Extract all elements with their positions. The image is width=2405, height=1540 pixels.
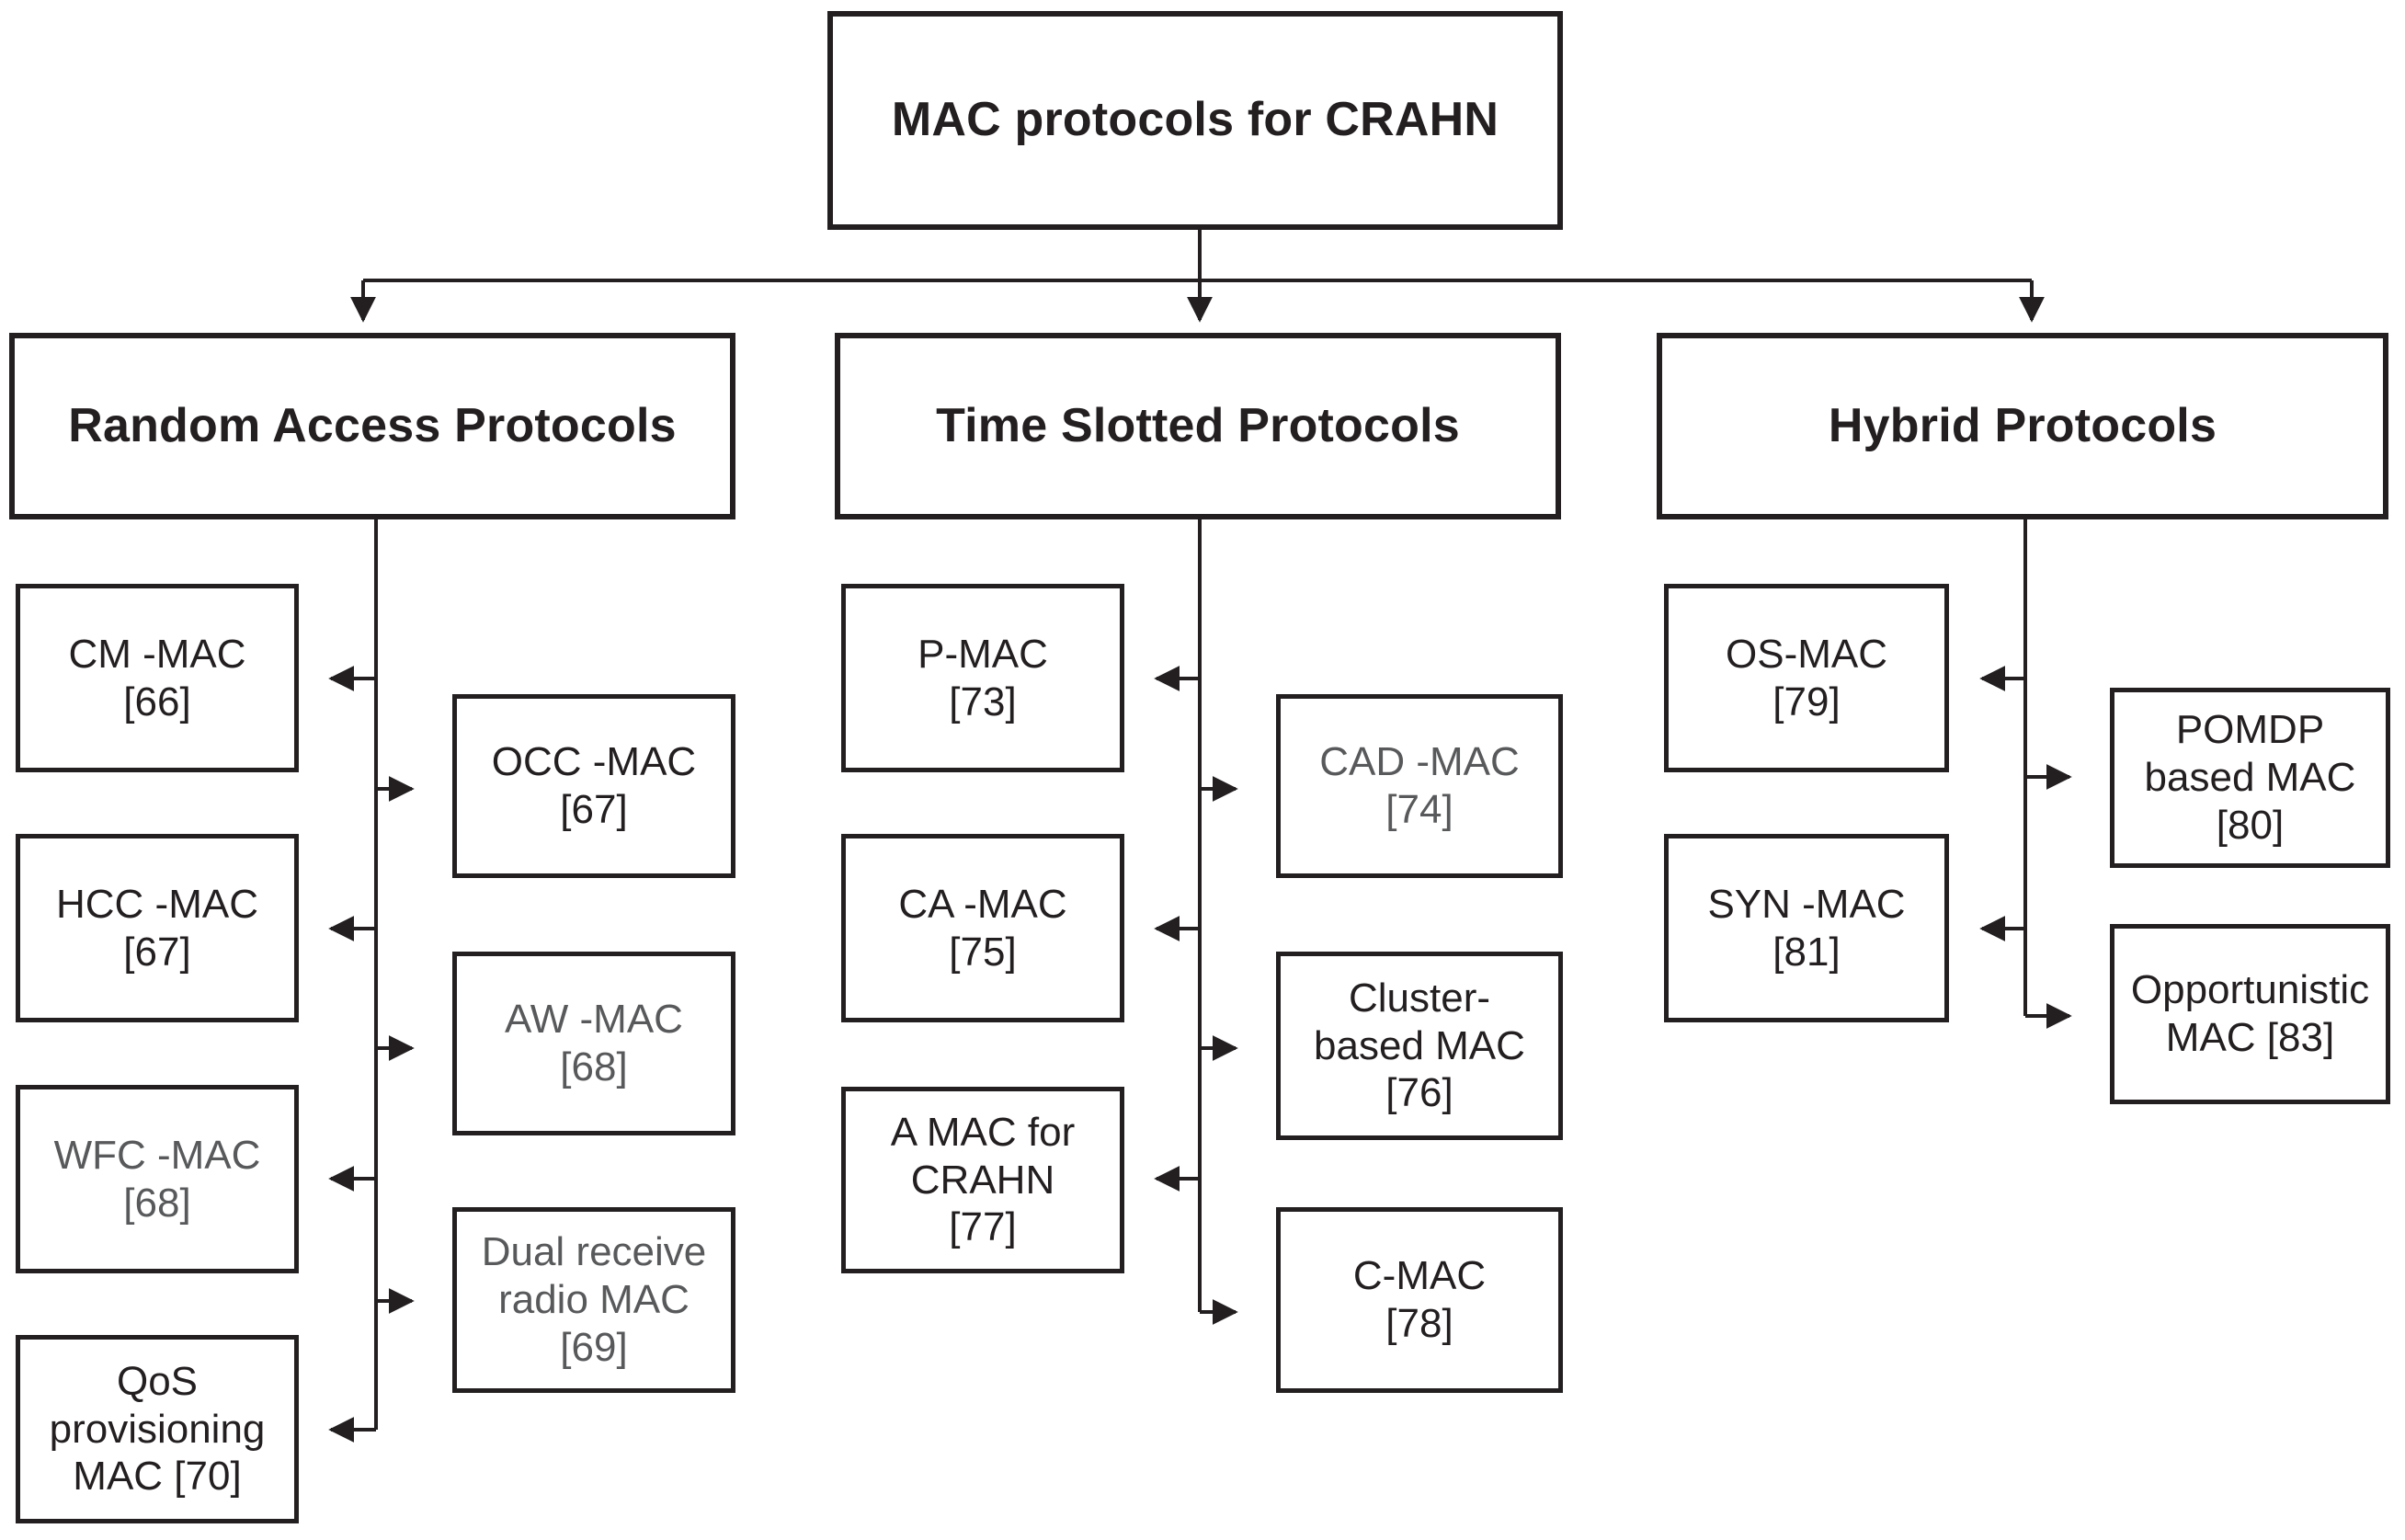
leaf-label: OS-MAC [79] [1726, 631, 1887, 724]
leaf-occ-mac[interactable]: OCC -MAC [67] [452, 694, 735, 878]
category-time-slotted[interactable]: Time Slotted Protocols [835, 333, 1561, 519]
leaf-p-mac[interactable]: P-MAC [73] [841, 584, 1124, 772]
leaf-label: Opportunistic MAC [83] [2130, 967, 2370, 1060]
leaf-aw-mac[interactable]: AW -MAC [68] [452, 952, 735, 1135]
leaf-dual-receive-radio-mac[interactable]: Dual receive radio MAC [69] [452, 1207, 735, 1393]
leaf-a-mac-for-crahn[interactable]: A MAC for CRAHN [77] [841, 1087, 1124, 1273]
leaf-label: A MAC for CRAHN [77] [890, 1109, 1076, 1250]
leaf-label: AW -MAC [68] [505, 997, 683, 1089]
leaf-label: WFC -MAC [68] [53, 1132, 261, 1226]
leaf-qos-provisioning-mac[interactable]: QoS provisioning MAC [70] [16, 1335, 299, 1523]
leaf-opportunistic-mac[interactable]: Opportunistic MAC [83] [2110, 924, 2390, 1104]
leaf-c-mac[interactable]: C-MAC [78] [1276, 1207, 1563, 1393]
category-label: Time Slotted Protocols [936, 398, 1460, 452]
leaf-ca-mac[interactable]: CA -MAC [75] [841, 834, 1124, 1022]
category-label: Random Access Protocols [68, 398, 677, 452]
leaf-cad-mac[interactable]: CAD -MAC [74] [1276, 694, 1563, 878]
leaf-label: SYN -MAC [81] [1707, 881, 1906, 975]
leaf-hcc-mac[interactable]: HCC -MAC [67] [16, 834, 299, 1022]
leaf-cm-mac[interactable]: CM -MAC [66] [16, 584, 299, 772]
leaf-label: CA -MAC [75] [898, 881, 1067, 975]
category-random-access[interactable]: Random Access Protocols [9, 333, 735, 519]
leaf-label: POMDP based MAC [80] [2144, 707, 2356, 848]
leaf-cluster-based-mac[interactable]: Cluster- based MAC [76] [1276, 952, 1563, 1140]
category-label: Hybrid Protocols [1828, 398, 2217, 452]
leaf-syn-mac[interactable]: SYN -MAC [81] [1664, 834, 1949, 1022]
category-hybrid[interactable]: Hybrid Protocols [1657, 333, 2388, 519]
leaf-label: QoS provisioning MAC [70] [49, 1358, 266, 1500]
leaf-label: P-MAC [73] [918, 631, 1048, 724]
leaf-label: OCC -MAC [67] [491, 739, 697, 832]
leaf-os-mac[interactable]: OS-MAC [79] [1664, 584, 1949, 772]
leaf-label: C-MAC [78] [1352, 1253, 1487, 1346]
leaf-label: Dual receive radio MAC [69] [481, 1229, 707, 1370]
leaf-wfc-mac[interactable]: WFC -MAC [68] [16, 1085, 299, 1273]
root-node[interactable]: MAC protocols for CRAHN [827, 11, 1563, 230]
leaf-label: Cluster- based MAC [76] [1314, 975, 1525, 1116]
root-label: MAC protocols for CRAHN [891, 93, 1499, 147]
leaf-pomdp-based-mac[interactable]: POMDP based MAC [80] [2110, 688, 2390, 868]
leaf-label: HCC -MAC [67] [56, 881, 258, 975]
leaf-label: CM -MAC [66] [68, 631, 246, 724]
leaf-label: CAD -MAC [74] [1319, 739, 1520, 832]
